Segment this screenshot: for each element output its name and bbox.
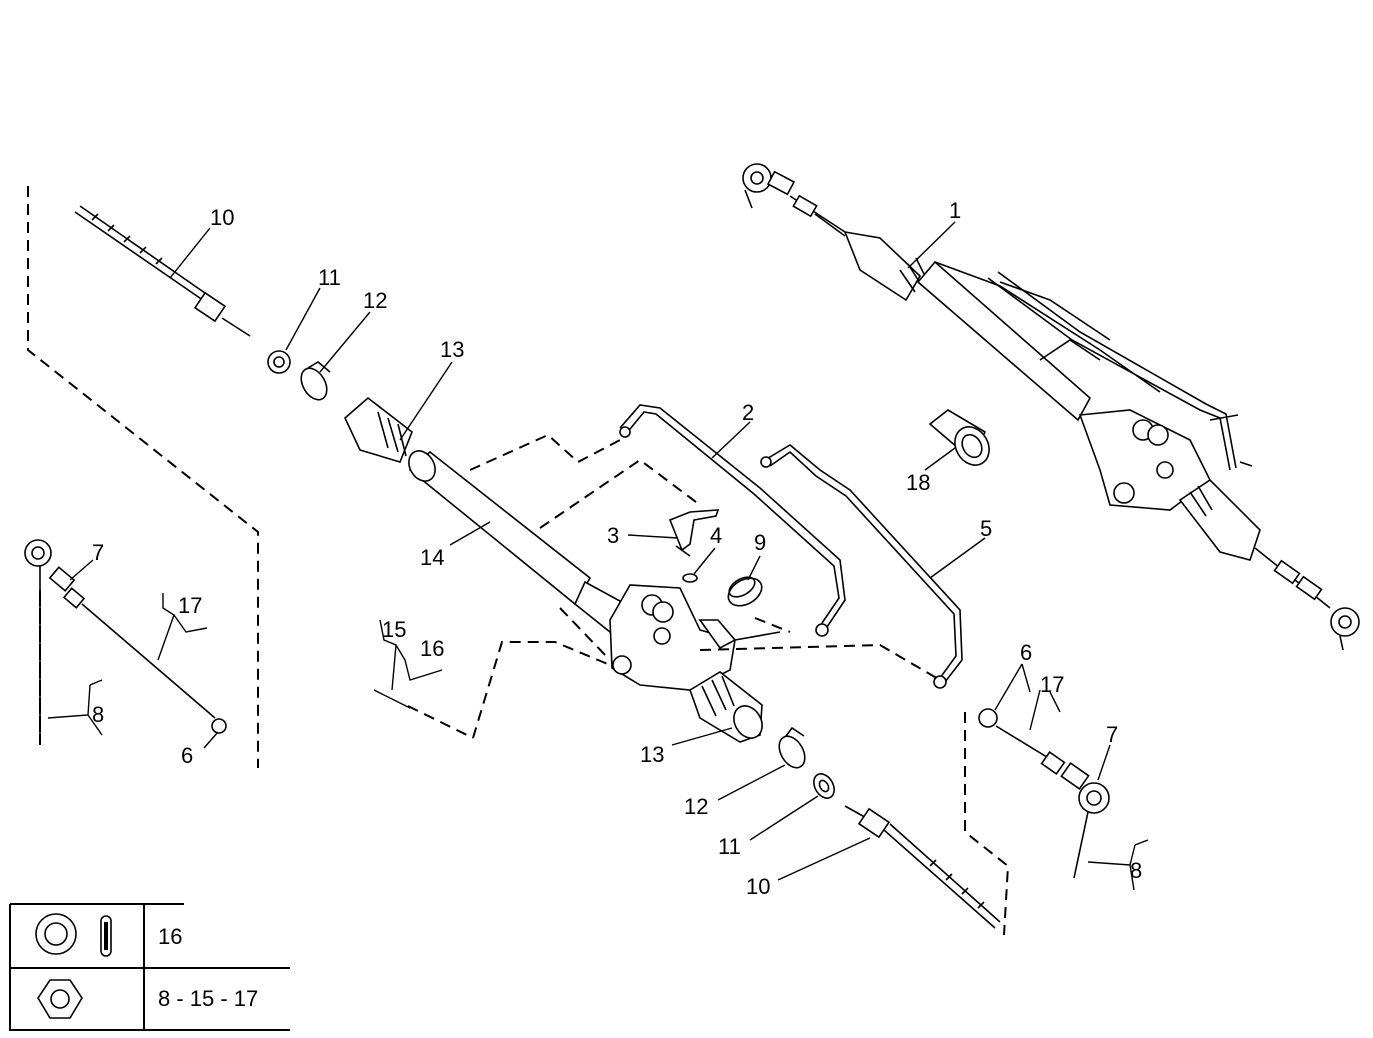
tie-rod-left xyxy=(74,205,251,337)
lock-nut-left xyxy=(267,350,291,374)
callout-6-left: 6 xyxy=(181,743,193,768)
legend-row1-value: 16 xyxy=(158,924,182,949)
callout-7-right: 7 xyxy=(1106,722,1118,747)
callout-1: 1 xyxy=(949,198,961,223)
boot-left xyxy=(344,396,413,463)
callout-7-left: 7 xyxy=(92,540,104,565)
tie-rod-end-left xyxy=(24,539,227,740)
callout-14: 14 xyxy=(420,545,444,570)
callout-10-right: 10 xyxy=(746,874,770,899)
pressure-pipe xyxy=(619,404,846,637)
bracket xyxy=(668,509,720,557)
callout-17-right: 17 xyxy=(1040,672,1064,697)
tie-rod-end-right xyxy=(978,708,1110,879)
callout-10-left: 10 xyxy=(210,205,234,230)
callout-17-left: 17 xyxy=(178,593,202,618)
legend-table: 16 8 - 15 - 17 xyxy=(9,903,290,1031)
callout-11-right: 11 xyxy=(718,834,741,859)
boot-right xyxy=(689,671,763,743)
hex-nut-icon xyxy=(37,979,83,1019)
callout-8-right: 8 xyxy=(1130,858,1142,883)
callout-16: 16 xyxy=(420,636,444,661)
group-outline-center xyxy=(39,433,941,740)
return-pipe xyxy=(760,444,963,689)
group-outline-right xyxy=(964,712,1010,936)
callout-5: 5 xyxy=(980,516,992,541)
cap xyxy=(727,576,763,607)
callout-3: 3 xyxy=(607,523,619,548)
callout-15: 15 xyxy=(382,617,406,642)
callout-11-left: 11 xyxy=(318,265,341,290)
rack-housing xyxy=(408,450,642,642)
callout-2: 2 xyxy=(742,400,754,425)
valve-body xyxy=(609,584,781,691)
callout-13-left: 13 xyxy=(440,337,464,362)
tie-rod-right xyxy=(844,805,1001,929)
clamp-left xyxy=(300,361,331,401)
lock-nut-right xyxy=(813,773,835,799)
callout-6-right: 6 xyxy=(1020,640,1032,665)
pin-icon xyxy=(100,915,112,957)
callout-18: 18 xyxy=(906,470,930,495)
washer-small xyxy=(682,573,698,583)
washer-icon xyxy=(35,913,77,955)
legend-row2-value: 8 - 15 - 17 xyxy=(158,986,258,1011)
callout-8-left: 8 xyxy=(92,702,104,727)
bushing xyxy=(928,409,990,466)
callout-4: 4 xyxy=(710,523,722,548)
callout-9: 9 xyxy=(754,530,766,555)
callout-13-right: 13 xyxy=(640,742,664,767)
group-outline-left xyxy=(27,186,259,768)
clamp-right xyxy=(778,726,806,769)
steering-rack-assembly xyxy=(742,163,1360,651)
callout-12-right: 12 xyxy=(684,794,708,819)
callout-12-left: 12 xyxy=(363,288,387,313)
